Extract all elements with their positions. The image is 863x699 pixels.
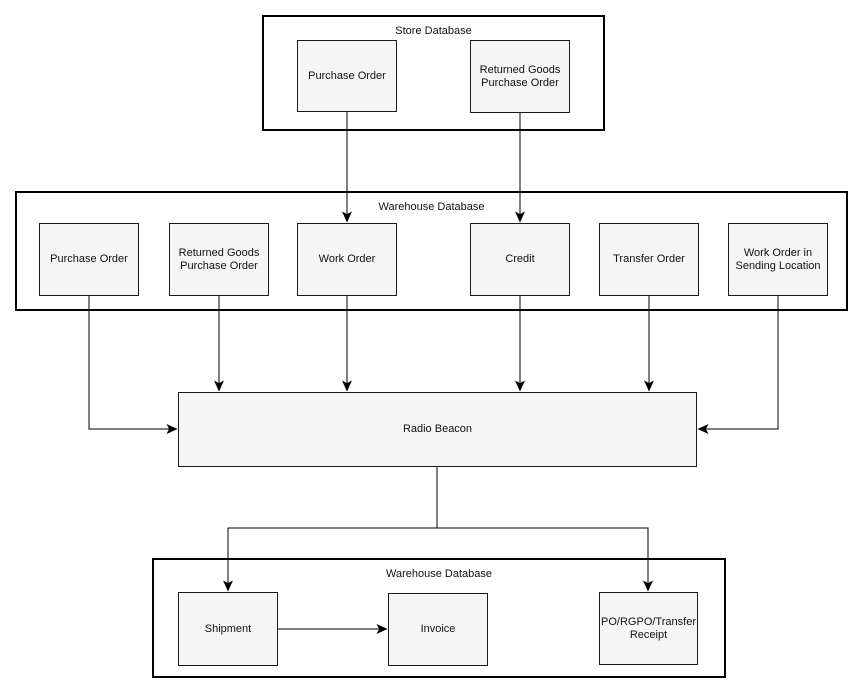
node-warehouse-returned-goods-purchase-order: Returned Goods Purchase Order bbox=[169, 223, 269, 296]
warehouse-database-label: Warehouse Database bbox=[378, 201, 485, 213]
node-radio-beacon: Radio Beacon bbox=[178, 392, 697, 467]
edge-wh-po-to-radio-beacon bbox=[88, 296, 178, 434]
node-invoice: Invoice bbox=[388, 593, 488, 666]
node-transfer-order: Transfer Order bbox=[599, 223, 699, 296]
node-shipment: Shipment bbox=[178, 592, 278, 666]
node-store-returned-goods-purchase-order: Returned Goods Purchase Order bbox=[470, 40, 570, 113]
node-label: Work Order bbox=[318, 253, 376, 265]
node-label: Purchase Order bbox=[50, 253, 128, 265]
node-label: Radio Beacon bbox=[402, 423, 473, 435]
store-database-label: Store Database bbox=[395, 25, 472, 37]
node-label: Returned Goods Purchase Order bbox=[479, 63, 561, 89]
node-label: Credit bbox=[505, 253, 535, 265]
node-label: PO/RGPO/Transfer Receipt bbox=[601, 615, 696, 641]
node-credit: Credit bbox=[470, 223, 570, 296]
node-label: Purchase Order bbox=[308, 69, 386, 82]
node-label: Shipment bbox=[204, 622, 252, 635]
node-warehouse-purchase-order: Purchase Order bbox=[39, 223, 139, 296]
node-store-purchase-order: Purchase Order bbox=[297, 40, 397, 112]
warehouse-database-bottom-label: Warehouse Database bbox=[386, 568, 492, 580]
warehouse-database-container: Warehouse Database bbox=[15, 191, 848, 311]
node-po-rgpo-transfer-receipt: PO/RGPO/Transfer Receipt bbox=[599, 592, 698, 665]
node-work-order: Work Order bbox=[297, 223, 397, 296]
node-label: Transfer Order bbox=[613, 253, 685, 265]
node-label: Work Order in Sending Location bbox=[735, 246, 821, 272]
node-label: Invoice bbox=[420, 623, 456, 635]
node-label: Returned Goods Purchase Order bbox=[178, 246, 260, 272]
edge-wosl-to-radio-beacon bbox=[697, 296, 779, 434]
node-work-order-in-sending-location: Work Order in Sending Location bbox=[728, 223, 828, 296]
